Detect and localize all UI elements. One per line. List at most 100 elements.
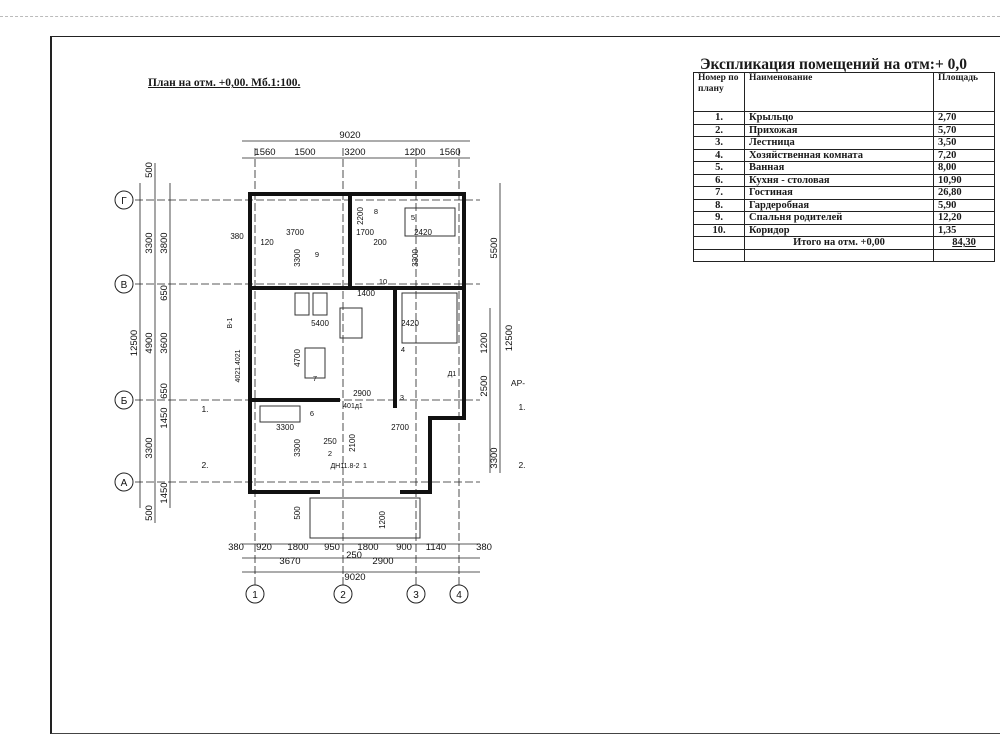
room-dim-15: 2100 (348, 434, 357, 452)
dim-left-10: 1450 (159, 482, 170, 503)
furniture-table (339, 307, 363, 339)
room-dim-2: 1700 (356, 228, 374, 237)
axis-label-v: В (121, 280, 128, 291)
header-number: Номер по плану (693, 72, 745, 112)
dim-left-1: 500 (144, 162, 155, 178)
room-dim-5: 3300 (293, 249, 302, 267)
dim-top-3: 3200 (344, 147, 365, 158)
dim-right-3: 1200 (479, 332, 490, 353)
room-num: 7. (693, 186, 745, 200)
room-num: 10. (693, 223, 745, 237)
room-area: 3,50 (933, 136, 995, 150)
room-area: 26,80 (933, 186, 995, 200)
axis-label-2: 2 (340, 590, 346, 601)
room-name: Лестница (744, 136, 934, 150)
dim-left-4: 650 (159, 285, 170, 301)
room-dim-4: 2420 (414, 228, 432, 237)
section-mark-2-left: 2. (201, 460, 208, 470)
room-dim-20: 250 (323, 437, 337, 446)
room-area: 12,20 (933, 211, 995, 225)
dim-left-7: 650 (159, 383, 170, 399)
dim-left-8: 1450 (159, 407, 170, 428)
room-num: 5. (693, 161, 745, 175)
mark-401d1: 401д1 (343, 403, 363, 410)
room-name: Гостиная (744, 186, 934, 200)
wall-east (400, 288, 466, 494)
room-dim-21: 500 (293, 506, 302, 520)
room-dim-12: 2700 (391, 423, 409, 432)
section-mark-2-right: 2. (518, 460, 525, 470)
room-number-1: 1 (363, 461, 367, 470)
room-number-5: 5 (411, 213, 415, 222)
room-num: 9. (693, 211, 745, 225)
explication-header-row: Номер по плану Наименование Площадь (693, 72, 995, 112)
axis-label-a: А (121, 478, 128, 489)
room-area: 1,35 (933, 223, 995, 237)
axis-label-3: 3 (413, 590, 419, 601)
room-dim-17: 380 (230, 232, 244, 241)
dim-bottom-1: 380 (228, 542, 244, 553)
dim-bottom-6: 900 (396, 542, 412, 553)
room-number-4: 4 (401, 345, 405, 354)
axis-bubble-b (114, 390, 134, 410)
room-num: 4. (693, 148, 745, 162)
room-dim-11: 3300 (276, 423, 294, 432)
axis-bubble-a (114, 472, 134, 492)
mark-4021: 4021.4021 (235, 349, 242, 382)
plan-title: План на отм. +0,00. Мб.1:100. (148, 77, 301, 89)
dim-top-2: 1500 (294, 147, 315, 158)
dim-right-1: 5500 (489, 237, 500, 258)
mark-d1: Д1 (448, 371, 457, 378)
dim-left-5: 4900 (144, 332, 155, 353)
room-area: 2,70 (933, 111, 995, 125)
axis-label-4: 4 (456, 590, 462, 601)
dim-left-9: 3300 (144, 437, 155, 458)
dim-bottom-7: 1140 (426, 542, 446, 553)
room-num: 8. (693, 198, 745, 212)
dim-bottom-overall: 9020 (344, 572, 365, 583)
dim-left-3: 3800 (159, 232, 170, 253)
dim-right-4: 2500 (479, 375, 490, 396)
dim-top-overall: 9020 (339, 130, 360, 141)
total-label: Итого на отм. +0,00 (744, 236, 934, 250)
dim-bottom-4: 950 (324, 542, 340, 553)
porch-steps (309, 497, 421, 539)
dim-left-overall: 12500 (129, 330, 140, 356)
room-dim-18: 120 (260, 238, 274, 247)
dim-left-11: 500 (144, 505, 155, 521)
dim-bottom-8: 380 (476, 542, 492, 553)
scan-edge-line (0, 16, 1000, 17)
section-mark-1-right: 1. (518, 402, 525, 412)
header-name: Наименование (744, 72, 934, 112)
wall-north-block (248, 192, 466, 290)
furniture-chair-1 (294, 292, 310, 316)
room-name: Ванная (744, 161, 934, 175)
header-area: Площадь (933, 72, 995, 112)
dim-top-4: 1200 (404, 147, 425, 158)
ap-mark: АР- (511, 378, 525, 388)
room-name: Прихожая (744, 123, 934, 137)
furniture-sofa (304, 347, 326, 379)
room-dim-16: 1200 (378, 511, 387, 529)
dim-bottom-sub-3: 2900 (372, 556, 393, 567)
dim-left-6: 3600 (159, 332, 170, 353)
room-num: 3. (693, 136, 745, 150)
furniture-kitchen-table (259, 405, 301, 423)
axis-bubble-4 (449, 584, 469, 604)
utility-room (401, 292, 458, 344)
floor-plan: Г В Б А 1 2 3 4 9020 1560 1500 3200 1200… (114, 130, 526, 604)
axis-label-b: Б (121, 396, 128, 407)
room-number-2: 2 (328, 449, 332, 458)
room-area: 5,70 (933, 123, 995, 137)
room-number-6: 6 (310, 409, 314, 418)
room-number-8: 8 (374, 207, 378, 216)
axis-label-g: Г (121, 196, 127, 207)
dim-bottom-5: 1800 (357, 542, 378, 553)
dim-bottom-3: 1800 (287, 542, 308, 553)
section-mark-1-left: 1. (201, 404, 208, 414)
